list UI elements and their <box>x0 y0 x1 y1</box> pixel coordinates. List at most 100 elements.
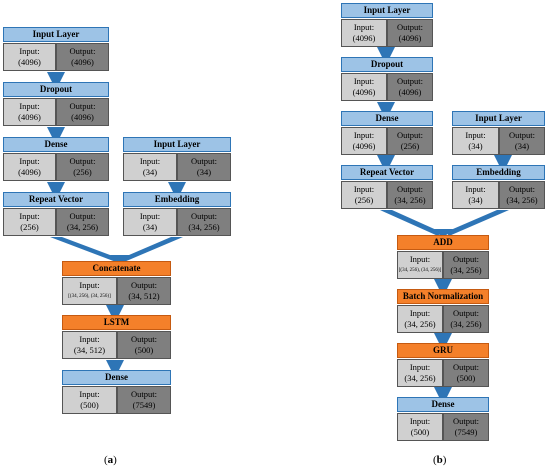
node-title: Dense <box>341 111 433 126</box>
input-value: (34, 256) <box>404 319 436 329</box>
input-cell: Input:(34) <box>452 181 499 209</box>
input-value: (34) <box>142 167 158 177</box>
a-input-layer-node: Input Layer Input:(4096) Output:(4096) <box>3 27 109 72</box>
input-label: Input: <box>465 184 486 194</box>
output-cell: Output:(256) <box>56 153 109 181</box>
output-cell: Output:(7549) <box>117 386 171 414</box>
node-title: LSTM <box>62 315 171 330</box>
input-value: (34, 256) <box>404 373 436 383</box>
a-embedding-node: Embedding Input:(34) Output:(34, 256) <box>123 192 231 237</box>
caption-b: (b) <box>433 454 446 466</box>
output-value: (4096) <box>398 33 422 43</box>
a-concatenate-node: Concatenate Input:[(34, 256), (34, 256)]… <box>62 261 171 306</box>
output-value: (7549) <box>132 400 156 410</box>
output-value: (34, 512) <box>128 291 160 301</box>
b-add-node: ADD Input:[(34, 256), (34, 256)] Output:… <box>397 235 489 280</box>
output-cell: Output:(34, 256) <box>56 208 109 236</box>
input-value: (34, 512) <box>73 345 106 355</box>
input-label: Input: <box>353 76 375 86</box>
output-cell: Output:(7549) <box>443 413 489 441</box>
a-repeat-vector-node: Repeat Vector Input:(256) Output:(34, 25… <box>3 192 109 237</box>
output-cell: Output:(4096) <box>387 19 433 47</box>
input-value: (4096) <box>18 57 41 67</box>
output-cell: Output:(4096) <box>387 73 433 101</box>
node-title: Dense <box>3 137 109 152</box>
a-dense-node: Dense Input:(4096) Output:(256) <box>3 137 109 182</box>
output-label: Output: <box>191 211 217 221</box>
a-dropout-node: Dropout Input:(4096) Output:(4096) <box>3 82 109 127</box>
input-label: Input: <box>19 211 40 221</box>
output-label: Output: <box>397 130 423 140</box>
caption-b-letter: b <box>436 454 443 466</box>
output-value: (4096) <box>71 57 94 67</box>
caption-a-open: ( <box>104 454 108 466</box>
output-cell: Output:(500) <box>117 331 171 359</box>
caption-b-open: ( <box>433 454 437 466</box>
input-value: [(34, 256), (34, 256)] <box>398 268 442 273</box>
node-title: Input Layer <box>341 3 433 18</box>
input-cell: Input:(4096) <box>341 19 387 47</box>
node-title: Input Layer <box>3 27 109 42</box>
input-cell: Input:(256) <box>341 181 387 209</box>
input-cell: Input:[(34, 256), (34, 256)] <box>397 251 443 279</box>
output-value: (7549) <box>454 427 478 437</box>
output-label: Output: <box>453 308 479 318</box>
input-value: (4096) <box>18 112 41 122</box>
b-repeat-vector-node: Repeat Vector Input:(256) Output:(34, 25… <box>341 165 433 210</box>
input-value: (256) <box>20 222 39 232</box>
node-title: Input Layer <box>123 137 231 152</box>
caption-a: (a) <box>104 454 117 466</box>
input-label: Input: <box>79 334 100 344</box>
input-value: (34) <box>468 141 483 151</box>
output-label: Output: <box>131 334 157 344</box>
output-value: (34, 256) <box>394 195 426 205</box>
node-title: Dense <box>397 397 489 412</box>
node-title: ADD <box>397 235 489 250</box>
output-label: Output: <box>69 101 96 111</box>
output-value: (34, 256) <box>188 222 220 232</box>
arrow-b-converge-head <box>433 229 453 238</box>
output-cell: Output:(500) <box>443 359 489 387</box>
node-title: Embedding <box>452 165 545 180</box>
output-label: Output: <box>453 254 479 264</box>
input-label: Input: <box>19 156 40 166</box>
node-title: Dropout <box>3 82 109 97</box>
output-label: Output: <box>453 416 479 426</box>
node-title: Concatenate <box>62 261 171 276</box>
input-value: (500) <box>410 427 430 437</box>
output-label: Output: <box>397 76 423 86</box>
input-label: Input: <box>139 156 161 166</box>
input-label: Input: <box>465 130 486 140</box>
output-cell: Output:(34, 512) <box>117 277 171 305</box>
input-label: Input: <box>79 389 100 399</box>
node-title: Dropout <box>341 57 433 72</box>
a-dense-output-node: Dense Input:(500) Output:(7549) <box>62 370 171 415</box>
output-label: Output: <box>69 46 96 56</box>
b-dropout-node: Dropout Input: (4096) Output:(4096) <box>341 57 433 102</box>
input-cell: Input:(500) <box>62 386 117 414</box>
input-label: Input: <box>409 416 431 426</box>
input-label: Input: <box>409 362 431 372</box>
input-cell: Input:(4096) <box>3 153 56 181</box>
node-title: Dense <box>62 370 171 385</box>
input-label: Input: <box>139 211 161 221</box>
input-value: (500) <box>80 400 99 410</box>
input-cell: Input:(34, 512) <box>62 331 117 359</box>
node-title: Repeat Vector <box>3 192 109 207</box>
output-value: (34, 256) <box>450 319 482 329</box>
output-value: (4096) <box>398 87 422 97</box>
caption-b-close: ) <box>442 454 447 466</box>
input-label: Input: <box>409 308 431 318</box>
input-cell: Input:(256) <box>3 208 56 236</box>
output-value: (500) <box>134 345 154 355</box>
output-cell: Output:(34, 256) <box>387 181 433 209</box>
input-value: (34) <box>142 222 158 232</box>
input-label: Input: <box>353 184 375 194</box>
node-title: Batch Normalization <box>397 289 489 304</box>
output-label: Output: <box>69 211 96 221</box>
output-value: (34) <box>514 141 530 151</box>
output-cell: Output:(34, 256) <box>177 208 231 236</box>
output-label: Output: <box>69 156 96 166</box>
output-cell: Output:(34) <box>499 127 545 155</box>
